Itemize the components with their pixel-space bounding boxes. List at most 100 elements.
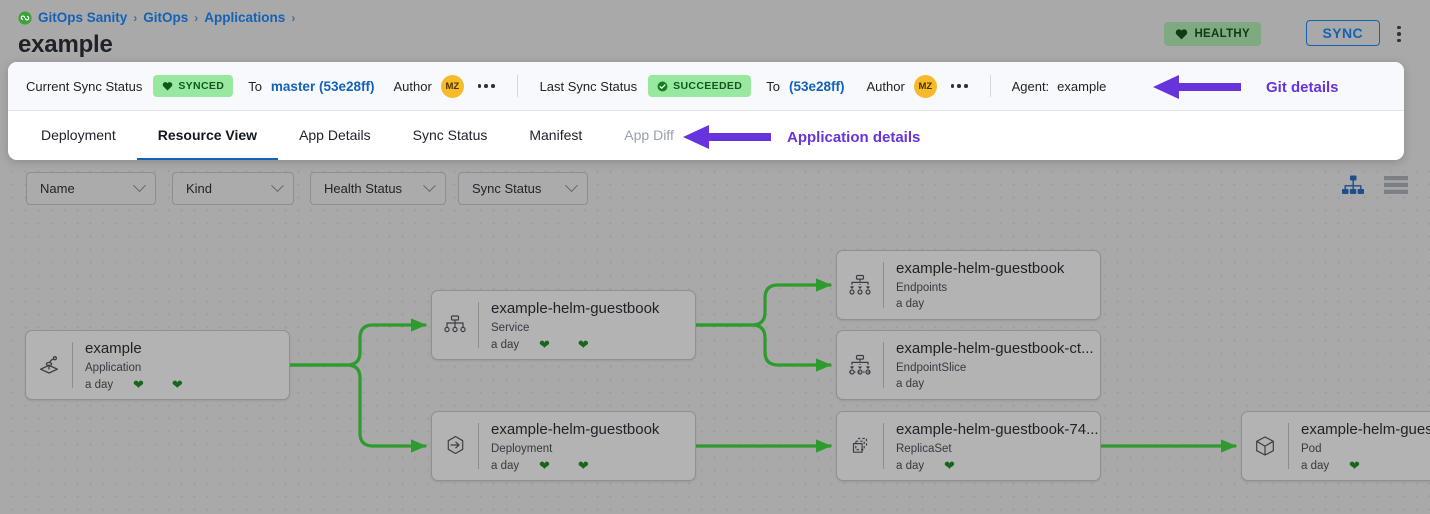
- last-sync-status-label: Last Sync Status: [539, 78, 638, 94]
- tab-app-details[interactable]: App Details: [299, 127, 371, 143]
- endpoints-icon: [837, 251, 883, 319]
- heart-icon: [1176, 29, 1188, 40]
- filter-kind[interactable]: Kind: [172, 172, 294, 205]
- current-sync-status-pill: SYNCED: [153, 75, 234, 97]
- node-age: a day: [491, 459, 520, 472]
- annotation-application-details: Application details: [683, 122, 920, 152]
- pod-icon: [1242, 412, 1288, 480]
- last-author-avatar[interactable]: MZ: [913, 74, 937, 98]
- service-icon: [432, 291, 478, 359]
- last-sync-more-icon[interactable]: [950, 84, 968, 88]
- node-divider: [72, 342, 73, 388]
- node-meta: a day ❤: [896, 459, 1100, 472]
- node-body: example-helm-guestbook Service a day ❤ ❤: [479, 291, 695, 359]
- sync-heart-icon: ❤: [577, 458, 589, 474]
- dot: [490, 84, 495, 88]
- node-title: example-helm-guestbook-74...: [896, 421, 1099, 438]
- sync-heart-icon: ❤: [577, 337, 589, 353]
- filter-health-status-label: Health Status: [324, 181, 403, 196]
- resource-node-pod[interactable]: example-helm-guest Pod a day ❤: [1241, 411, 1430, 481]
- node-age: a day: [491, 338, 520, 351]
- node-title: example-helm-guestbook: [491, 421, 660, 438]
- dot: [477, 84, 482, 88]
- annotation-git-details: Git details: [1153, 72, 1339, 102]
- breadcrumb-item-2[interactable]: Applications: [204, 10, 286, 25]
- node-meta: a day ❤: [1301, 459, 1430, 472]
- dot: [484, 84, 488, 88]
- current-revision-link[interactable]: master (53e28ff): [270, 78, 375, 94]
- filter-sync-status[interactable]: Sync Status: [458, 172, 588, 205]
- node-age: a day: [85, 378, 114, 391]
- annotation-application-details-label: Application details: [787, 128, 921, 146]
- divider: [516, 75, 518, 97]
- breadcrumb-item-0[interactable]: GitOps Sanity: [38, 10, 128, 25]
- resource-graph-canvas[interactable]: Name Kind Health Status Sync Status: [0, 160, 1430, 514]
- tab-sync-status[interactable]: Sync Status: [412, 127, 488, 143]
- resource-node-endpointslice[interactable]: example-helm-guestbook-ct... EndpointSli…: [836, 330, 1101, 400]
- node-divider: [883, 342, 884, 388]
- node-title: example-helm-guest: [1301, 421, 1430, 438]
- deployment-icon: [432, 412, 478, 480]
- resource-node-deployment[interactable]: example-helm-guestbook Deployment a day …: [431, 411, 696, 481]
- breadcrumb-item-1[interactable]: GitOps: [143, 10, 189, 25]
- node-meta: a day: [896, 298, 1100, 310]
- left-arrow-icon: [683, 125, 771, 149]
- tab-manifest[interactable]: Manifest: [529, 127, 583, 143]
- node-age: a day: [896, 378, 925, 391]
- filter-health-status[interactable]: Health Status: [310, 172, 446, 205]
- page-title: example: [18, 31, 113, 58]
- resource-tree: example Application a day ❤ ❤: [0, 160, 1430, 514]
- resource-node-endpoints[interactable]: example-helm-guestbook Endpoints a day: [836, 250, 1101, 320]
- heart-icon: [163, 82, 173, 91]
- filter-kind-label: Kind: [186, 181, 213, 196]
- sync-button[interactable]: SYNC: [1305, 20, 1380, 46]
- node-body: example-helm-guestbook Endpoints a day: [884, 251, 1100, 319]
- node-age: a day: [1301, 459, 1330, 472]
- node-kind: Pod: [1301, 443, 1322, 456]
- gitops-logo-icon: [18, 10, 32, 25]
- view-toggle-group: [1342, 175, 1408, 195]
- node-divider: [883, 423, 884, 469]
- endpointslice-icon: [837, 331, 883, 399]
- resource-node-service[interactable]: example-helm-guestbook Service a day ❤ ❤: [431, 290, 696, 360]
- node-meta: a day ❤ ❤: [491, 459, 695, 472]
- replicaset-icon: [837, 412, 883, 480]
- health-heart-icon: ❤: [539, 458, 550, 474]
- node-kind: Endpoints: [896, 282, 948, 295]
- current-author-avatar[interactable]: MZ: [440, 74, 464, 98]
- current-to-label: To: [248, 78, 262, 94]
- node-meta: a day ❤ ❤: [85, 378, 289, 391]
- last-to-label: To: [766, 78, 780, 94]
- resource-node-replicaset[interactable]: example-helm-guestbook-74... ReplicaSet …: [836, 411, 1101, 481]
- tab-deployment[interactable]: Deployment: [41, 127, 116, 143]
- node-age: a day: [896, 298, 925, 311]
- tree-view-icon[interactable]: [1342, 175, 1364, 195]
- node-meta: a day: [896, 378, 1100, 390]
- dot: [950, 84, 955, 88]
- health-heart-icon: ❤: [1349, 458, 1360, 474]
- list-view-icon[interactable]: [1384, 175, 1408, 195]
- page-header: GitOps Sanity › GitOps › Applications › …: [0, 0, 1430, 62]
- node-title: example-helm-guestbook: [491, 300, 660, 317]
- tab-resource-view[interactable]: Resource View: [136, 112, 279, 160]
- check-circle-icon: [657, 81, 668, 91]
- header-more-options-icon[interactable]: [1390, 22, 1408, 46]
- node-body: example Application a day ❤ ❤: [73, 331, 289, 399]
- node-divider: [478, 423, 479, 469]
- node-kind: ReplicaSet: [896, 443, 952, 456]
- resource-node-application[interactable]: example Application a day ❤ ❤: [25, 330, 290, 400]
- left-arrow-icon: [1153, 75, 1241, 99]
- filter-name[interactable]: Name: [26, 172, 156, 205]
- graph-toolbar: Name Kind Health Status Sync Status: [0, 172, 1430, 217]
- last-revision-link[interactable]: (53e28ff): [788, 78, 845, 94]
- node-kind: Service: [491, 322, 530, 335]
- health-heart-icon: ❤: [539, 337, 550, 353]
- graph-edges: [288, 278, 1237, 453]
- node-title: example: [85, 340, 142, 357]
- current-sync-status-pill-label: SYNCED: [178, 80, 225, 92]
- current-sync-more-icon[interactable]: [477, 84, 495, 88]
- status-badge-healthy: HEALTHY: [1164, 22, 1261, 46]
- annotation-git-details-label: Git details: [1266, 78, 1339, 96]
- dot: [1397, 38, 1401, 43]
